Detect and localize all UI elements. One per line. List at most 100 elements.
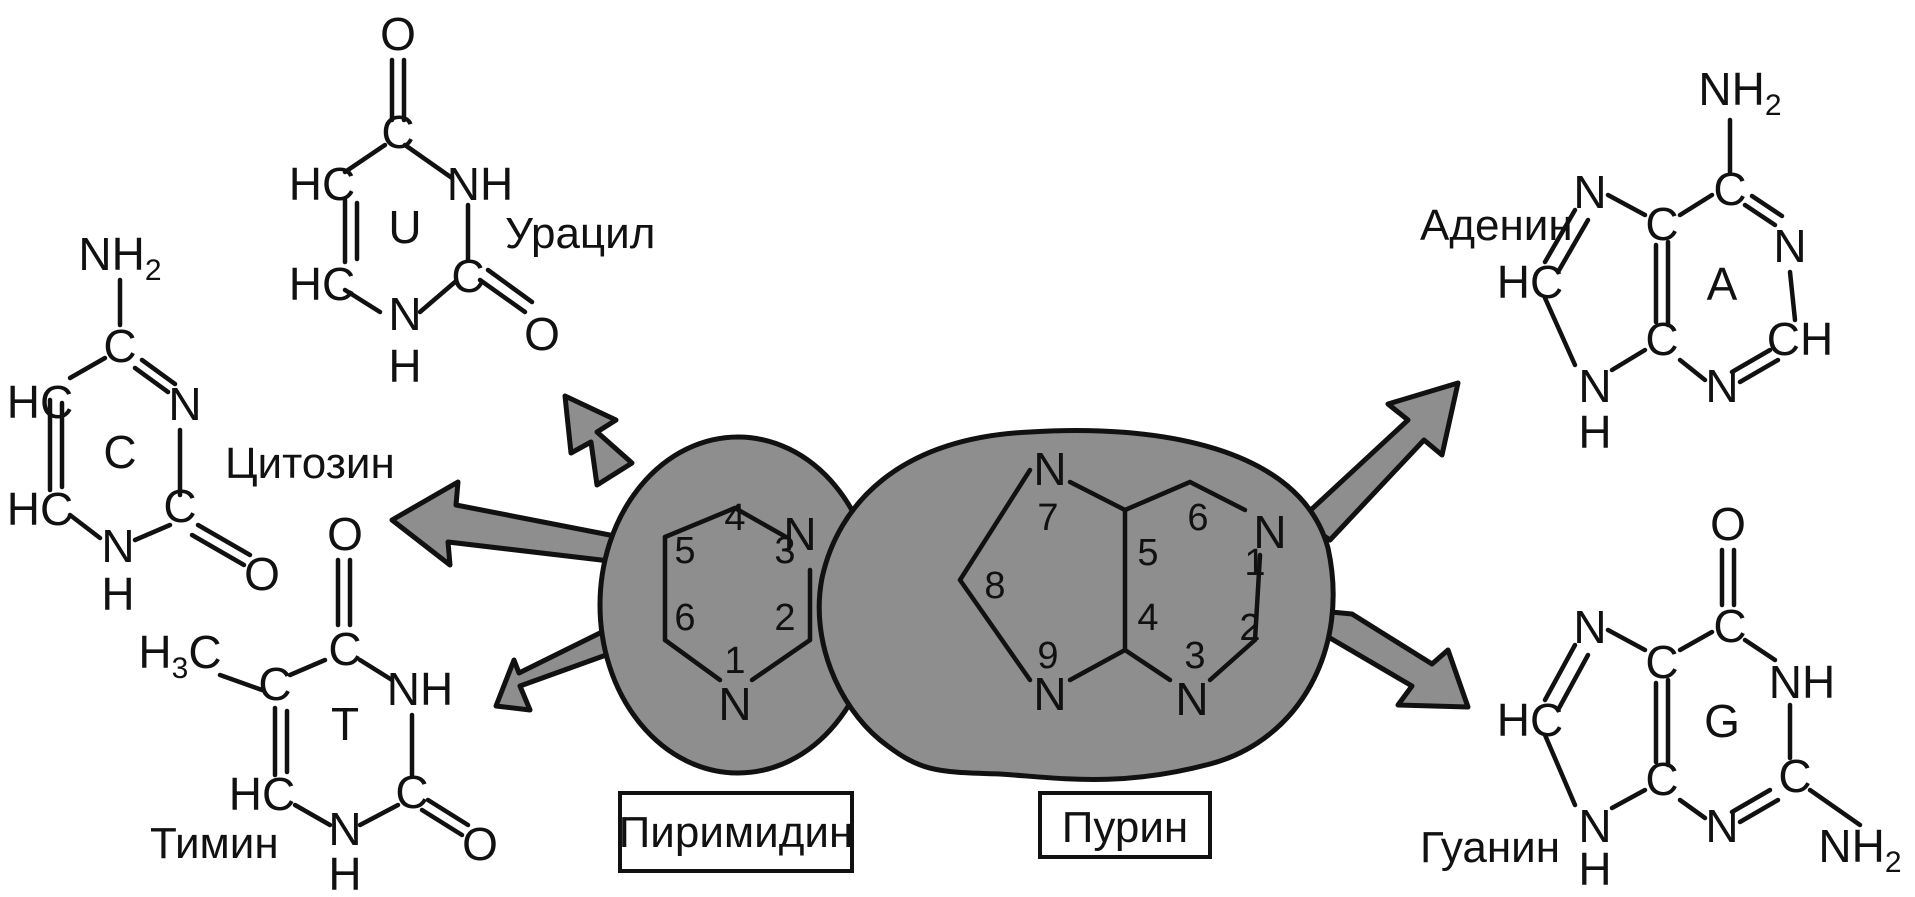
guanine-c4: C [1645, 753, 1678, 805]
pyrimidine-pos-1: 1 [724, 640, 745, 682]
uracil-name: Урацил [505, 209, 655, 258]
guanine-letter: G [1704, 695, 1740, 747]
purine-atom-n1: N [1253, 506, 1286, 558]
purine-atom-n3: N [1175, 673, 1208, 725]
cytosine-name: Цитозин [225, 439, 395, 488]
adenine-hc8: HC [1497, 256, 1563, 308]
thymine-letter: T [331, 698, 359, 750]
cytosine-hc6: HC [7, 483, 73, 535]
adenine-n7: N [1573, 166, 1606, 218]
thymine-o-top: O [327, 508, 363, 560]
uracil-c4: C [381, 106, 414, 158]
uracil-hc5: HC [289, 158, 355, 210]
purine-atom-n7: N [1033, 443, 1066, 495]
thymine-n1: N [328, 803, 361, 855]
guanine-nh1: NH [1769, 656, 1835, 708]
guanine-c5: C [1645, 636, 1678, 688]
uracil-nh3: NH [447, 158, 513, 210]
uracil-n1: N [388, 288, 421, 340]
guanine-o: O [1710, 498, 1746, 550]
pyrimidine-pos-6: 6 [674, 597, 695, 639]
cytosine-nh2: NH2 [78, 228, 161, 287]
purine-pos-6: 6 [1187, 497, 1208, 539]
uracil-c2: C [451, 250, 484, 302]
arrow-to-cytosine [389, 479, 623, 568]
purine-pos-8: 8 [984, 565, 1005, 607]
cytosine-letter: C [103, 426, 136, 478]
arrow-to-guanine [1307, 607, 1471, 710]
thymine-h1: H [328, 848, 361, 892]
pyrimidine-label-box: Пиримидин [618, 791, 854, 873]
purine-pos-9: 9 [1037, 635, 1058, 677]
purine-label-box: Пурин [1038, 791, 1212, 859]
purine-pos-7: 7 [1037, 497, 1058, 539]
purine-pos-1: 1 [1244, 542, 1265, 584]
adenine-c5: C [1645, 198, 1678, 250]
uracil-h1: H [388, 340, 421, 392]
guanine-n3: N [1705, 800, 1738, 852]
guanine-nh2: NH2 [1818, 820, 1901, 879]
adenine-ch2: CH [1767, 313, 1833, 365]
purine-label: Пурин [1062, 803, 1188, 852]
guanine-c2: C [1778, 750, 1811, 802]
cytosine-c2: C [163, 480, 196, 532]
adenine-n3: N [1705, 360, 1738, 412]
thymine-o-bottom: O [462, 818, 498, 870]
cytosine-o: O [244, 548, 280, 600]
guanine-hc8: HC [1497, 694, 1563, 746]
uracil-molecule: O C NH C O N H HC HC U Урацил [289, 8, 656, 392]
thymine-molecule: O C NH C O N H C HC H3C T Тимин [138, 508, 498, 897]
purine-blob [816, 428, 1336, 782]
adenine-molecule: NH2 C N CH N C C N HC N H A Аденин [1420, 63, 1833, 458]
pyrimidine-label: Пиримидин [619, 808, 854, 857]
adenine-c6: C [1713, 163, 1746, 215]
purine-skeleton: N N N N 1 2 3 4 5 6 7 8 9 [957, 443, 1287, 725]
arrow-to-adenine [1297, 380, 1461, 543]
pyrimidine-pos-5: 5 [674, 530, 695, 572]
cytosine-n3: N [168, 378, 201, 430]
cytosine-h1: H [101, 568, 134, 620]
guanine-n7: N [1573, 601, 1606, 653]
arrow-to-thymine [493, 627, 623, 713]
thymine-name: Тимин [150, 819, 279, 868]
cytosine-n1: N [101, 520, 134, 572]
guanine-molecule: O C NH C NH2 N C C N HC N H G Гуанин [1420, 498, 1902, 895]
purine-atom-n9: N [1033, 668, 1066, 720]
purine-pos-4: 4 [1137, 597, 1158, 639]
uracil-hc6: HC [289, 258, 355, 310]
pyrimidine-atom-n3: N [783, 508, 816, 560]
arrows [389, 380, 1471, 713]
thymine-c5: C [258, 658, 291, 710]
purine-pos-5: 5 [1137, 532, 1158, 574]
thymine-c4: C [328, 623, 361, 675]
guanine-c6: C [1713, 600, 1746, 652]
cytosine-c4: C [103, 320, 136, 372]
adenine-name: Аденин [1420, 201, 1573, 250]
adenine-c4: C [1645, 313, 1678, 365]
purine-pos-2: 2 [1239, 607, 1260, 649]
adenine-n1: N [1773, 220, 1806, 272]
pyrimidine-atom-n1: N [718, 678, 751, 730]
thymine-c2: C [395, 766, 428, 818]
uracil-o-bottom: O [524, 308, 560, 360]
adenine-h9: H [1578, 406, 1611, 458]
uracil-o-top: O [380, 8, 416, 60]
pyrimidine-pos-2: 2 [774, 597, 795, 639]
cytosine-molecule: NH2 C N C O N H HC HC C Цитозин [7, 228, 395, 620]
guanine-h9: H [1578, 843, 1611, 892]
pyrimidine-pos-4: 4 [724, 497, 745, 539]
guanine-n9: N [1578, 800, 1611, 852]
adenine-n9: N [1578, 360, 1611, 412]
pyrimidine-pos-3: 3 [774, 530, 795, 572]
pyrimidine-skeleton: N N 1 2 3 4 5 6 [662, 497, 817, 730]
adenine-letter: A [1707, 258, 1738, 310]
thymine-hc6: HC [229, 768, 295, 820]
purine-pos-3: 3 [1184, 635, 1205, 677]
cytosine-hc5: HC [7, 376, 73, 428]
adenine-nh2: NH2 [1698, 63, 1781, 122]
uracil-letter: U [388, 201, 421, 253]
arrow-to-uracil [562, 393, 635, 488]
thymine-ch3: H3C [138, 626, 221, 685]
